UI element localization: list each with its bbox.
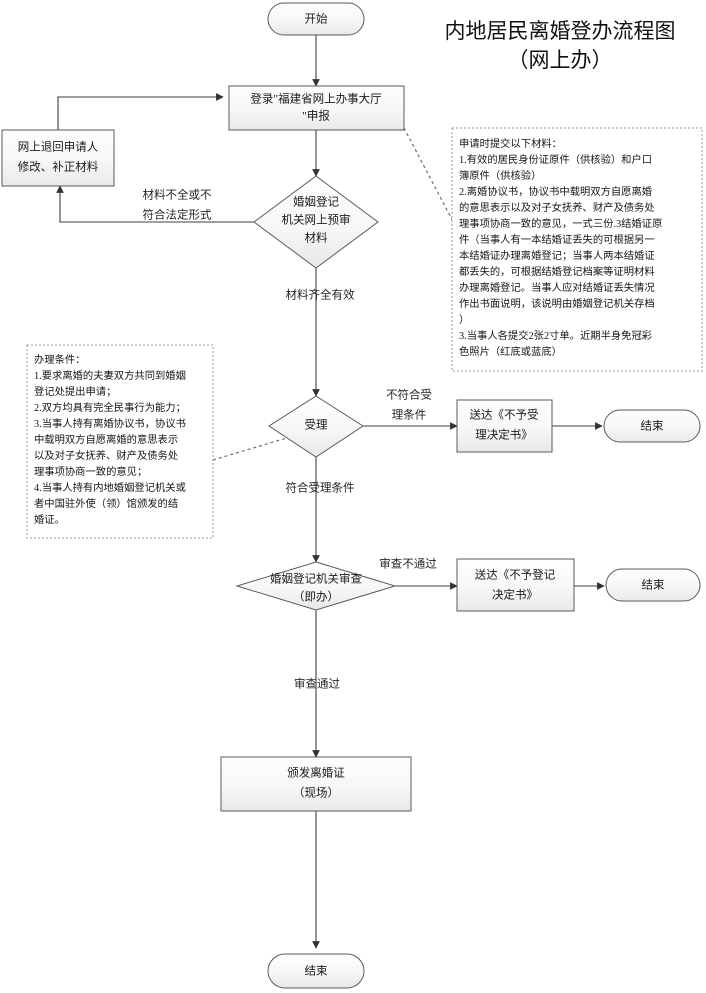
node-accept-decision[interactable]: 受理 xyxy=(268,395,364,458)
login-shape xyxy=(228,85,405,131)
reject-acceptance-label-line-1: 送达《不予受 xyxy=(470,408,539,422)
note-conditions-line-10: 婚证。 xyxy=(34,513,65,526)
chart-title: 内地居民离婚登办流程图 （网上办） xyxy=(445,19,676,72)
reject-acceptance-label-line-2: 理决定书》 xyxy=(475,428,533,442)
note-materials-box xyxy=(451,127,703,372)
node-reject-acceptance[interactable]: 送达《不予受 理决定书》 xyxy=(456,399,553,453)
issue-shape xyxy=(220,756,412,812)
label-review-fail: 审查不通过 xyxy=(379,557,437,571)
note-materials-line-3: 2.离婚协议书，协议书中载明双方自愿离婚 xyxy=(459,185,652,198)
note-materials-line-0: 申请时提交以下材料： xyxy=(459,137,562,150)
node-reject-registration[interactable]: 送达《不予登记 决定书》 xyxy=(456,558,575,612)
label-incomplete-line-2: 符合法定形式 xyxy=(143,208,212,222)
note-materials-line-9: 办理离婚登记。当事人应对结婚证丢失情况 xyxy=(459,281,655,294)
edge-labels: 材料不全或不 符合法定形式 材料齐全有效 不符合受 理条件 符合受理条件 审查不… xyxy=(143,188,438,691)
note-conditions-line-4: 3.当事人持有离婚协议书，协议书 xyxy=(34,417,186,430)
node-review-decision[interactable]: 婚姻登记机关审查 （即办） xyxy=(235,561,397,611)
review-label-line-2: （即办） xyxy=(293,590,339,604)
node-return-to-applicant[interactable]: 网上退回申请人 修改、补正材料 xyxy=(1,129,115,187)
issue-label-line-1: 颁发离婚证 xyxy=(287,766,345,780)
end-3-label: 结束 xyxy=(305,965,328,978)
note-conditions-line-8: 4.当事人持有内地婚姻登记机关或 xyxy=(34,481,186,494)
note-conditions-line-0: 办理条件： xyxy=(34,353,85,366)
edge-prereview-to-return xyxy=(56,185,254,223)
note-materials-line-13: 色照片（红底或蓝底） xyxy=(459,345,562,358)
edge-dashed-conditions-note-to-accept xyxy=(212,436,291,461)
login-label-line-2: "申报 xyxy=(302,109,330,123)
prereview-label-line-1: 婚姻登记 xyxy=(293,195,339,209)
accept-label: 受理 xyxy=(305,419,328,432)
reject-registration-label-line-1: 送达《不予登记 xyxy=(475,568,556,582)
note-conditions-line-3: 2.双方均具有完全民事行为能力； xyxy=(34,401,186,414)
prereview-label-line-2: 机关网上预审 xyxy=(282,213,351,227)
note-materials-line-11: ） xyxy=(459,314,469,326)
note-materials-line-10: 作出书面说明，该说明由婚姻登记机关存档 xyxy=(459,297,655,310)
end-1-label: 结束 xyxy=(641,420,664,433)
login-label-line-1: 登录"福建省网上办事大厅 xyxy=(250,92,381,106)
node-prereview-decision[interactable]: 婚姻登记 机关网上预审 材料 xyxy=(253,175,379,269)
label-incomplete-line-1: 材料不全或不 xyxy=(143,188,212,202)
title-line-2: （网上办） xyxy=(508,48,613,72)
title-line-1: 内地居民离婚登办流程图 xyxy=(445,19,676,43)
prereview-label-line-3: 材料 xyxy=(305,231,328,245)
node-end-1[interactable]: 结束 xyxy=(603,409,701,443)
start-shape xyxy=(267,2,365,36)
note-materials-line-1: 1.有效的居民身份证原件（供核验）和户口 xyxy=(459,153,652,166)
node-login[interactable]: 登录"福建省网上办事大厅 "申报 xyxy=(228,85,405,131)
return-label-line-2: 修改、补正材料 xyxy=(18,160,99,174)
note-materials-line-8: 都丢失的，可根据结婚登记档案等证明材料 xyxy=(459,265,655,278)
node-start[interactable]: 开始 xyxy=(267,2,365,36)
note-materials-line-7: 本结婚证办理离婚登记；当事人两本结婚证 xyxy=(459,249,655,262)
issue-label-line-2: （现场） xyxy=(293,786,339,800)
return-shape xyxy=(1,129,115,187)
node-end-3[interactable]: 结束 xyxy=(267,953,365,989)
note-conditions: 办理条件： 1.要求离婚的夫妻双方共同到婚姻 登记处提出申请； 2.双方均具有完… xyxy=(26,344,214,539)
note-materials-line-2: 簿原件（供核验） xyxy=(459,169,541,182)
note-materials-line-12: 3.当事人各提交2张2寸单。近期半身免冠彩 xyxy=(459,329,652,342)
note-conditions-line-7: 理事项协商一致的意见； xyxy=(34,465,147,478)
note-materials-line-5: 理事项协商一致的意见，一式三份.3结婚证原 xyxy=(459,217,662,230)
edge-return-to-login xyxy=(57,93,224,130)
prereview-shape xyxy=(253,175,379,269)
reject-registration-label-line-2: 决定书》 xyxy=(492,588,538,602)
node-end-2[interactable]: 结束 xyxy=(605,568,701,602)
end-3-shape xyxy=(267,953,365,989)
label-not-meet-line-2: 理条件 xyxy=(392,408,427,422)
note-conditions-line-2: 登记处提出申请； xyxy=(34,385,116,398)
note-conditions-line-5: 中载明双方自愿离婚的意思表示 xyxy=(34,433,178,446)
note-conditions-box xyxy=(26,344,214,539)
note-conditions-line-9: 者中国驻外使（领）馆颁发的结 xyxy=(34,497,178,510)
end-2-shape xyxy=(605,568,701,602)
return-label-line-1: 网上退回申请人 xyxy=(18,141,99,154)
review-shape xyxy=(235,561,397,611)
reject-acceptance-shape xyxy=(456,399,553,453)
label-meet-conditions: 符合受理条件 xyxy=(286,481,355,495)
note-materials: 申请时提交以下材料： 1.有效的居民身份证原件（供核验）和户口 簿原件（供核验）… xyxy=(451,127,703,372)
accept-shape xyxy=(268,395,364,458)
end-1-shape xyxy=(603,409,701,443)
reject-registration-shape xyxy=(456,558,575,612)
note-conditions-line-6: 以及对子女抚养、财产及债务处 xyxy=(34,449,178,462)
note-materials-line-6: 件（当事人有一本结婚证丢失的可根据另一 xyxy=(459,233,655,246)
start-label: 开始 xyxy=(305,12,328,26)
note-conditions-line-1: 1.要求离婚的夫妻双方共同到婚姻 xyxy=(34,369,186,382)
review-label-line-1: 婚姻登记机关审查 xyxy=(270,572,362,586)
node-issue-certificate[interactable]: 颁发离婚证 （现场） xyxy=(220,756,412,812)
label-review-pass: 审查通过 xyxy=(294,677,340,691)
note-materials-line-4: 的意思表示以及对子女抚养、财产及债务处 xyxy=(459,201,655,214)
label-not-meet-line-1: 不符合受 xyxy=(386,388,432,402)
label-complete-valid: 材料齐全有效 xyxy=(286,288,355,302)
end-2-label: 结束 xyxy=(642,579,665,592)
